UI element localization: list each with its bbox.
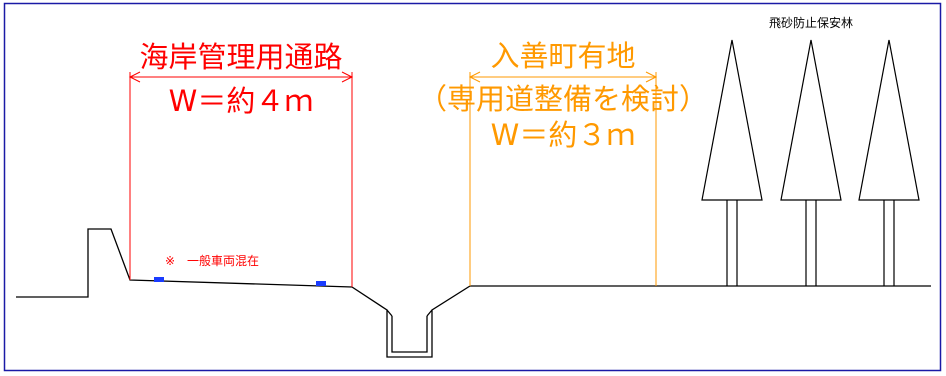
coastal-road-dimension bbox=[128, 71, 354, 287]
forest-trees bbox=[701, 39, 920, 286]
coastal-road-title: 海岸管理用通路 bbox=[139, 40, 342, 74]
coastal-road-arrow-left bbox=[128, 71, 141, 83]
town-land-arrow-right bbox=[645, 71, 658, 83]
ditch-shoulder-right bbox=[426, 309, 433, 317]
tree-2-crown bbox=[780, 39, 842, 201]
coastal-road-width: W＝約４ｍ bbox=[169, 84, 314, 118]
town-land-width: W＝約３ｍ bbox=[491, 118, 636, 152]
ground-left-bank bbox=[16, 228, 931, 358]
tree-3 bbox=[858, 39, 920, 286]
coastal-road-arrow-right bbox=[341, 71, 354, 83]
town-land-dimension bbox=[468, 71, 658, 286]
tree-1 bbox=[701, 39, 763, 286]
town-land-subtitle: （専用道整備を検討） bbox=[418, 82, 708, 116]
tree-3-crown bbox=[858, 39, 920, 201]
tree-2 bbox=[780, 39, 842, 286]
forest-label: 飛砂防止保安林 bbox=[769, 15, 853, 30]
car-marker-right bbox=[316, 281, 326, 286]
tree-1-crown bbox=[701, 39, 763, 201]
ditch-inner-wall bbox=[391, 316, 428, 353]
town-land-arrow-left bbox=[468, 71, 481, 83]
town-land-title: 入善町有地 bbox=[490, 39, 635, 73]
car-marker-left bbox=[154, 277, 164, 282]
diagram-frame bbox=[3, 2, 942, 372]
ground-profile bbox=[16, 228, 931, 358]
mixed-traffic-note: ※ 一般車両混在 bbox=[165, 253, 259, 268]
ditch-shoulder-left bbox=[386, 309, 393, 317]
